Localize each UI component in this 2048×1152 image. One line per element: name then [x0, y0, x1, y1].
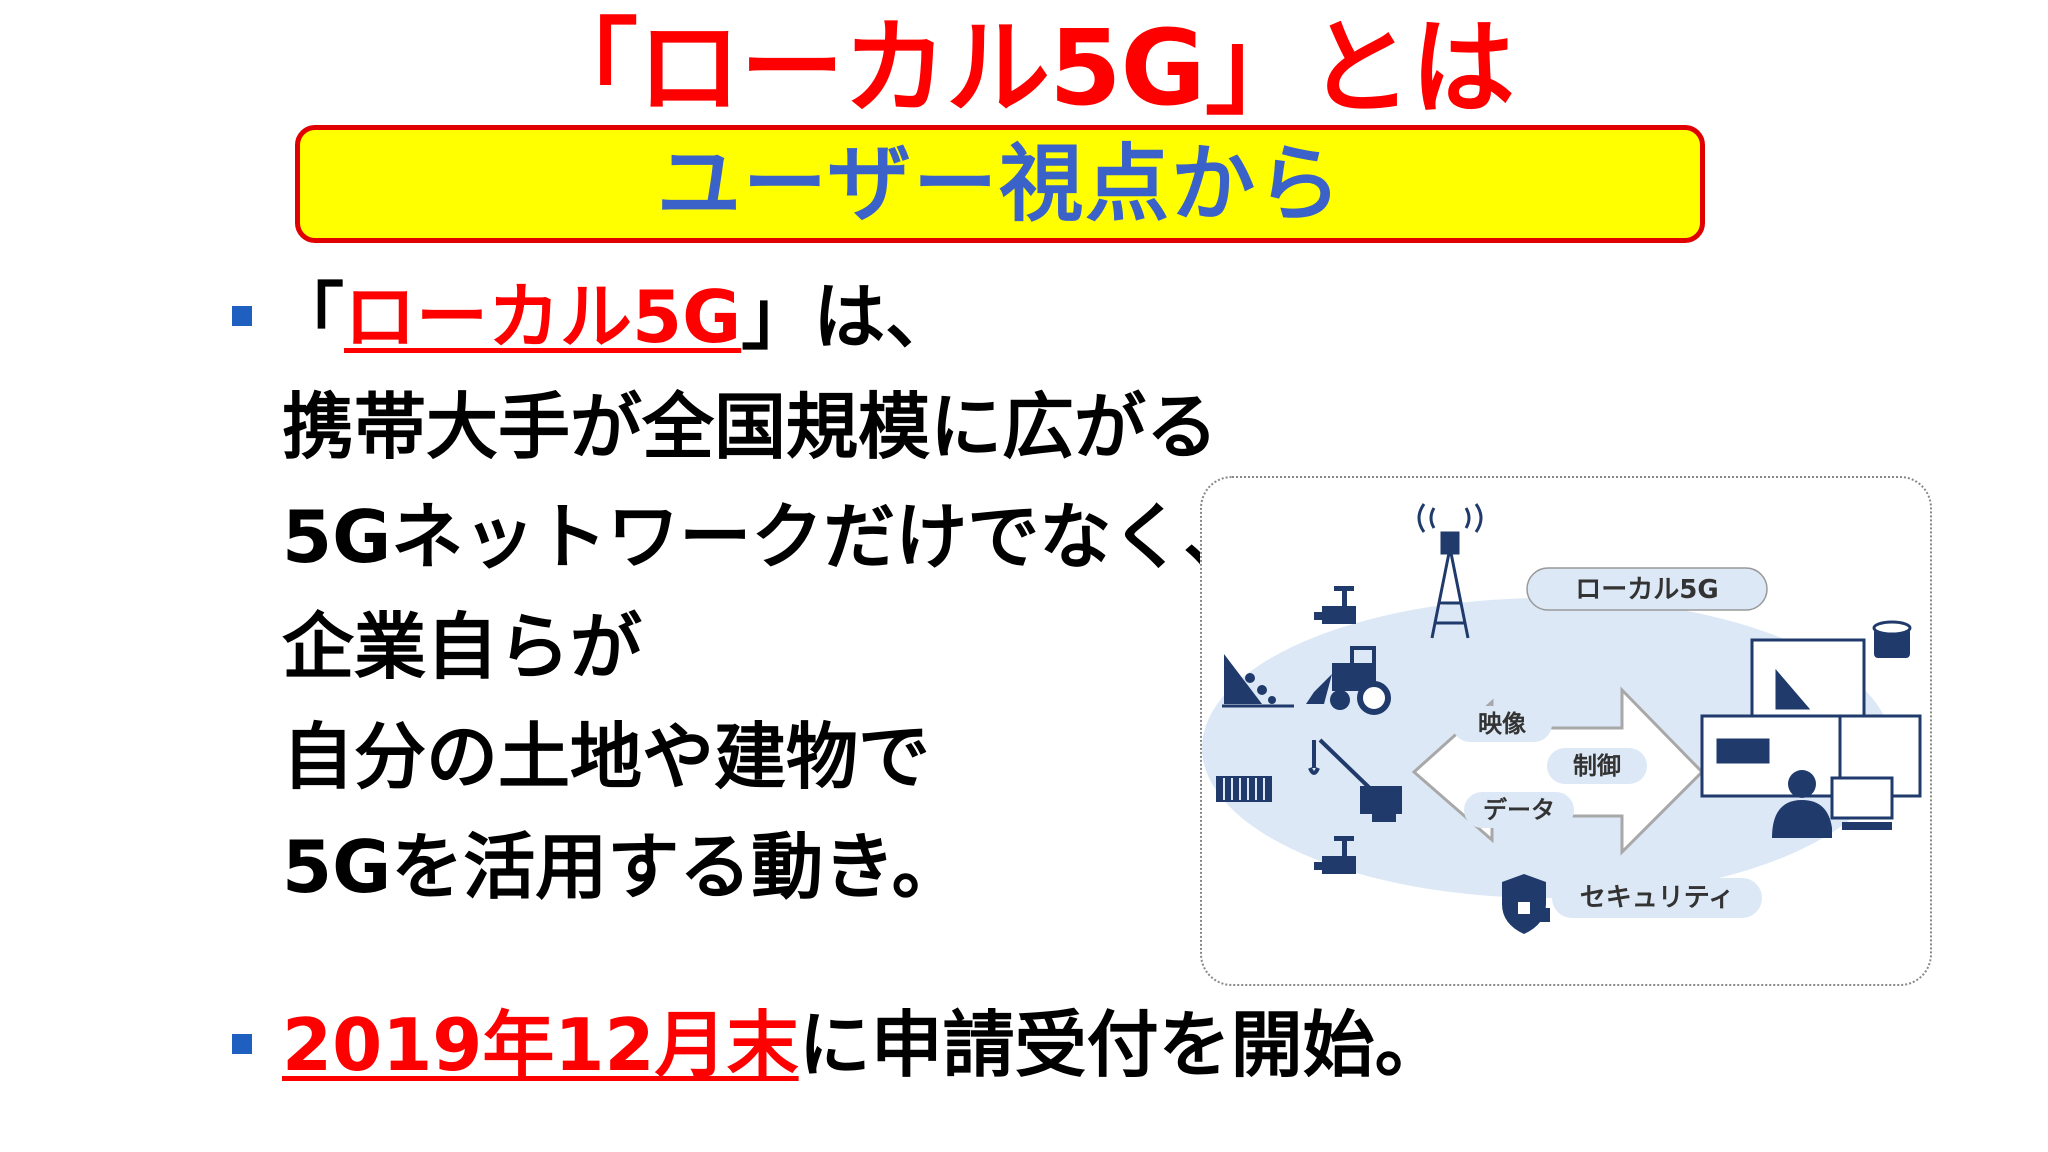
close-text: 」は、	[741, 275, 958, 359]
crane-icon	[1308, 738, 1402, 822]
security-label: セキュリティ	[1580, 883, 1734, 913]
surveillance-camera-icon	[1314, 586, 1356, 624]
local5g-diagram: ローカル5G	[1200, 476, 1932, 986]
bullet1-line-2: 5Gネットワークだけでなく、	[282, 495, 1256, 579]
flow-label-control: 制御	[1573, 752, 1621, 780]
bullet1-first-line: 「ローカル5G」は、	[272, 272, 957, 362]
excavator-icon	[1306, 646, 1391, 715]
network-label: ローカル5G	[1575, 575, 1718, 605]
flow-label-data: データ	[1483, 796, 1555, 824]
network-label-box	[1526, 567, 1768, 611]
landslide-icon	[1222, 654, 1294, 708]
operator-icon	[1772, 770, 1894, 838]
subtitle-banner: ユーザー視点から	[295, 125, 1705, 243]
bullet1-line-5: 5Gを活用する動き。	[282, 825, 964, 909]
bullet1-line-1: 携帯大手が全国規模に広がる	[282, 385, 1219, 469]
surveillance-camera-icon	[1314, 836, 1356, 874]
container-icon	[1216, 776, 1272, 802]
local5g-highlight: ローカル5G	[344, 275, 742, 359]
bullet-icon	[232, 306, 252, 326]
slide-title: 「ローカル5G」とは	[534, 7, 1515, 129]
bullet1-line-4: 自分の土地や建物で	[282, 715, 931, 799]
bullet-icon	[232, 1034, 252, 1054]
bullet2-rest: に申請受付を開始。	[798, 1003, 1447, 1087]
shield-lock-icon	[1502, 874, 1550, 934]
flow-label-video: 映像	[1478, 710, 1527, 738]
database-icon	[1872, 620, 1912, 658]
bullet2-line: 2019年12月末に申請受付を開始。	[282, 1000, 1447, 1090]
antenna-tower-icon	[1417, 503, 1483, 639]
date-highlight: 2019年12月末	[282, 1003, 799, 1087]
subtitle-text: ユーザー視点から	[656, 135, 1344, 233]
bullet1-line-3: 企業自らが	[282, 605, 643, 689]
open-bracket: 「	[272, 275, 345, 359]
